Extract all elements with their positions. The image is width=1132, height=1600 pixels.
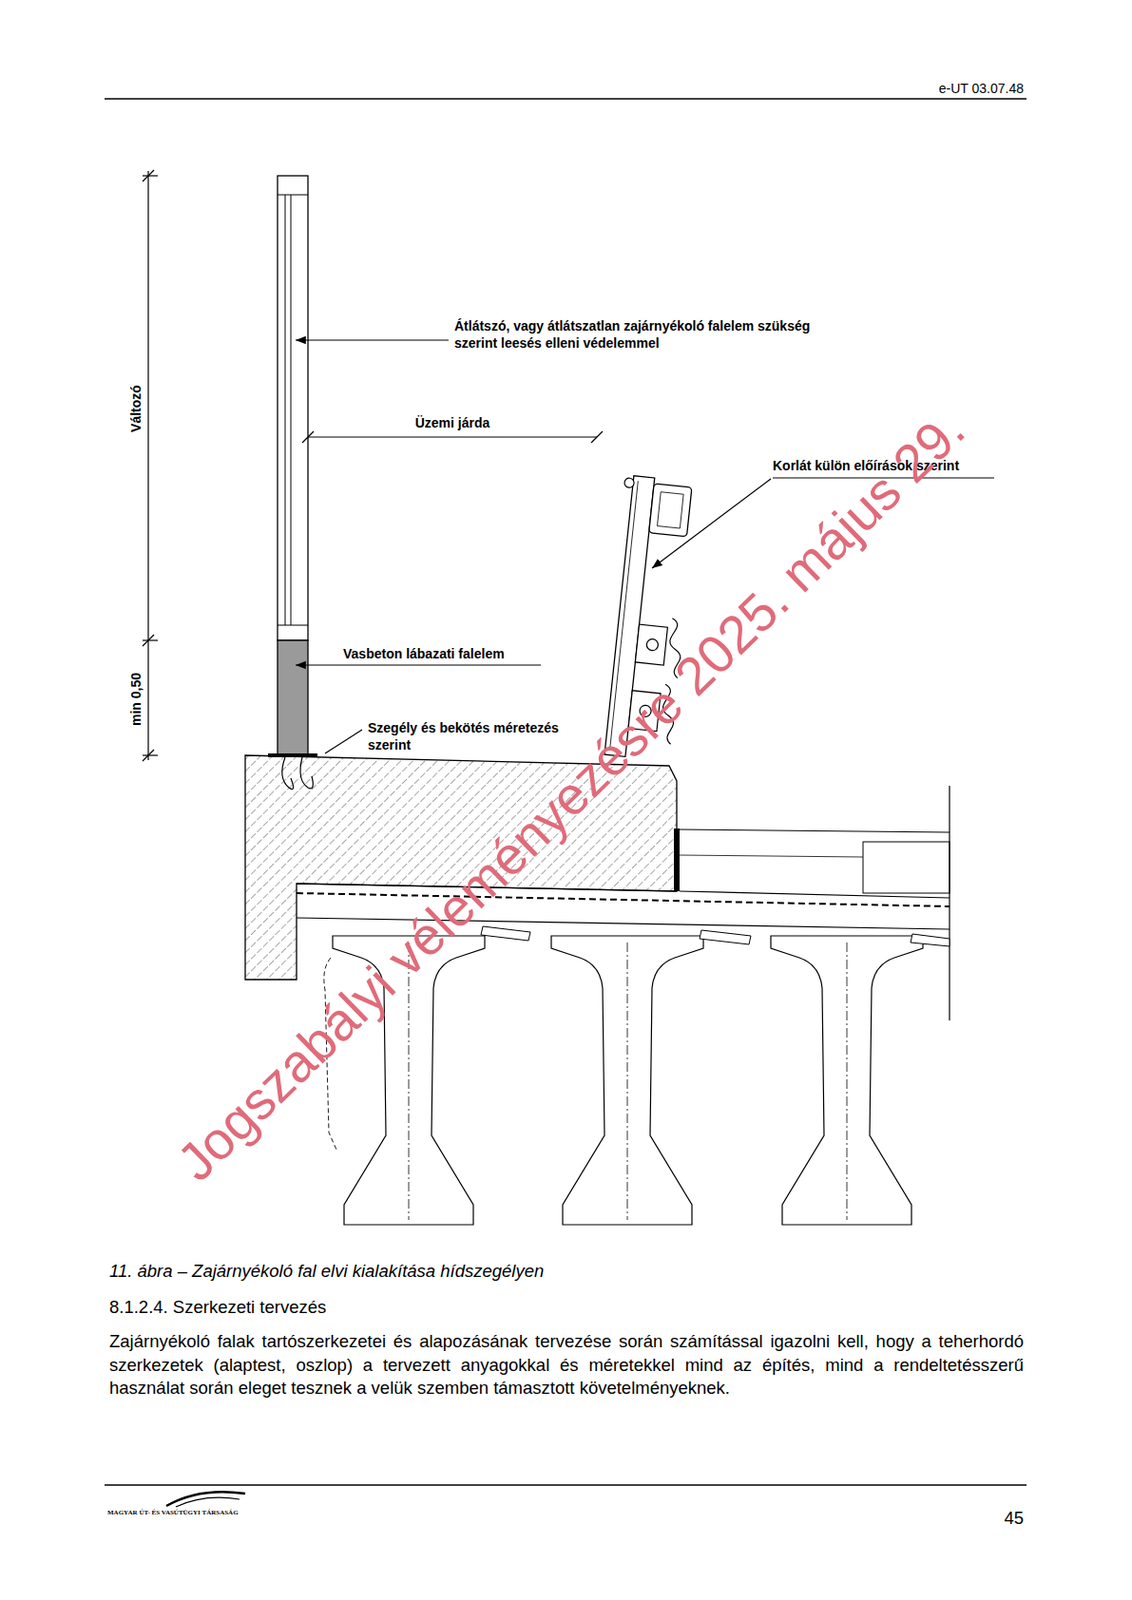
section-heading: 8.1.2.4. Szerkezeti tervezés bbox=[109, 1296, 327, 1320]
dimension-label: Üzemi járda bbox=[415, 414, 491, 432]
dimension-label: min 0,50 bbox=[127, 672, 145, 727]
footer-rule bbox=[104, 1484, 1027, 1487]
header-rule bbox=[104, 97, 1027, 100]
callout-label: Vasbeton lábazati falelem bbox=[343, 645, 505, 663]
callout-label: Átlátszó, vagy átlátszatlan zajárnyékoló… bbox=[454, 317, 835, 352]
dimension-label: Változó bbox=[127, 384, 145, 433]
height-dimension bbox=[142, 170, 158, 762]
page-number: 45 bbox=[1003, 1507, 1024, 1531]
callout-label: Szegély és bekötés méretezés szerint bbox=[367, 719, 601, 754]
logo-text: MAGYAR ÚT- ÉS VASÚTÜGYI TÁRSASÁG bbox=[107, 1509, 239, 1518]
society-logo bbox=[166, 1492, 246, 1508]
figure-caption: 11. ábra – Zajárnyékoló fal elvi kialakí… bbox=[109, 1260, 544, 1284]
page-header: e-UT 03.07.48 bbox=[939, 79, 1024, 97]
body-paragraph: Zajárnyékoló falak tartószerkezetei és a… bbox=[109, 1330, 1024, 1401]
noise-wall bbox=[268, 175, 318, 758]
